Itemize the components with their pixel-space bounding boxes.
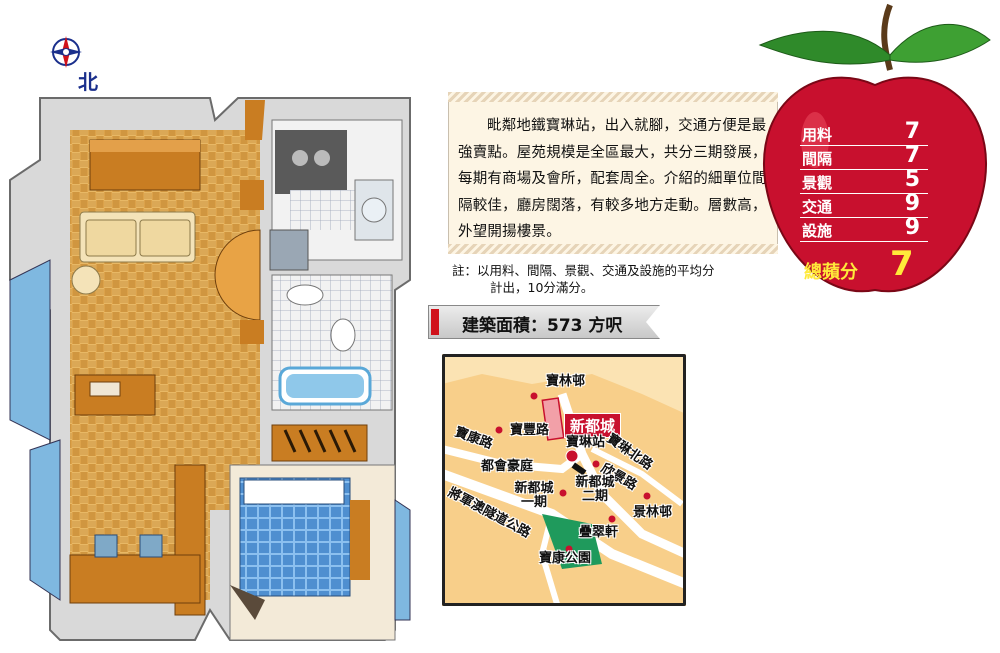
area-red-tab: [431, 309, 439, 335]
description-text: 毗鄰地鐵寶琳站，出入就腳，交通方便是最強賣點。屋苑規模是全區最大，共分三期發展，…: [458, 118, 767, 240]
score-row: 用料 7: [800, 119, 928, 146]
map-label-po-lam-estate: 寶林邨: [546, 374, 586, 389]
score-value: 7: [904, 143, 920, 168]
score-label: 用料: [802, 126, 833, 144]
map-label-po-lam-station: 寶琳站: [566, 435, 606, 450]
scoring-note: 註：以用料、間隔、景觀、交通及設施的平均分 計出，10分滿分。: [452, 262, 752, 296]
north-label: 北: [78, 70, 98, 94]
location-map: [442, 354, 686, 606]
description-box: [448, 92, 778, 254]
total-score-label: 總蘋分: [804, 262, 858, 283]
compass-icon: [50, 36, 82, 68]
note-line-1: 以用料、間隔、景觀、交通及設施的平均分: [477, 263, 715, 278]
score-label: 交通: [802, 198, 833, 216]
score-row: 景觀 5: [800, 167, 928, 194]
map-label-po-fung-rd: 寶豐路: [510, 423, 550, 438]
map-label-metropolis-garden: 都會豪庭: [481, 459, 534, 474]
area-bar: [428, 305, 660, 339]
floor-plan: [9, 97, 411, 641]
map-label-tip-chui-court: 疊翠軒: [579, 525, 619, 540]
apple-score-icon: [758, 3, 991, 293]
area-arrow: [646, 305, 660, 339]
score-label: 間隔: [802, 150, 833, 168]
score-row: 交通 9: [800, 191, 928, 218]
description-stripe-top: [448, 92, 778, 102]
map-label-metro-city-phase1: 新都城一期: [514, 481, 554, 510]
map-label-metro-city: 新都城: [564, 413, 622, 438]
note-line-2: 計出，10分滿分。: [490, 280, 594, 295]
score-table: 用料 7 間隔 7 景觀 5 交通 9 設施 9: [800, 119, 928, 242]
score-label: 設施: [802, 222, 833, 240]
score-value: 7: [904, 119, 920, 144]
area-label: 建築面積：573 方呎: [462, 316, 623, 336]
map-label-metro-city-phase2: 新都城二期: [575, 475, 615, 504]
score-value: 9: [904, 191, 920, 216]
map-frame: [442, 354, 686, 606]
description-stripe-bottom: [448, 244, 778, 254]
score-value: 5: [904, 167, 920, 192]
map-label-po-hong-park: 寶康公園: [539, 551, 592, 566]
score-value: 9: [904, 215, 920, 240]
note-prefix: 註：: [452, 263, 478, 278]
total-score-value: 7: [890, 244, 914, 284]
map-label-king-lam-estate: 景林邨: [633, 505, 673, 520]
score-label: 景觀: [802, 174, 833, 192]
score-row: 設施 9: [800, 215, 928, 242]
score-row: 間隔 7: [800, 143, 928, 170]
